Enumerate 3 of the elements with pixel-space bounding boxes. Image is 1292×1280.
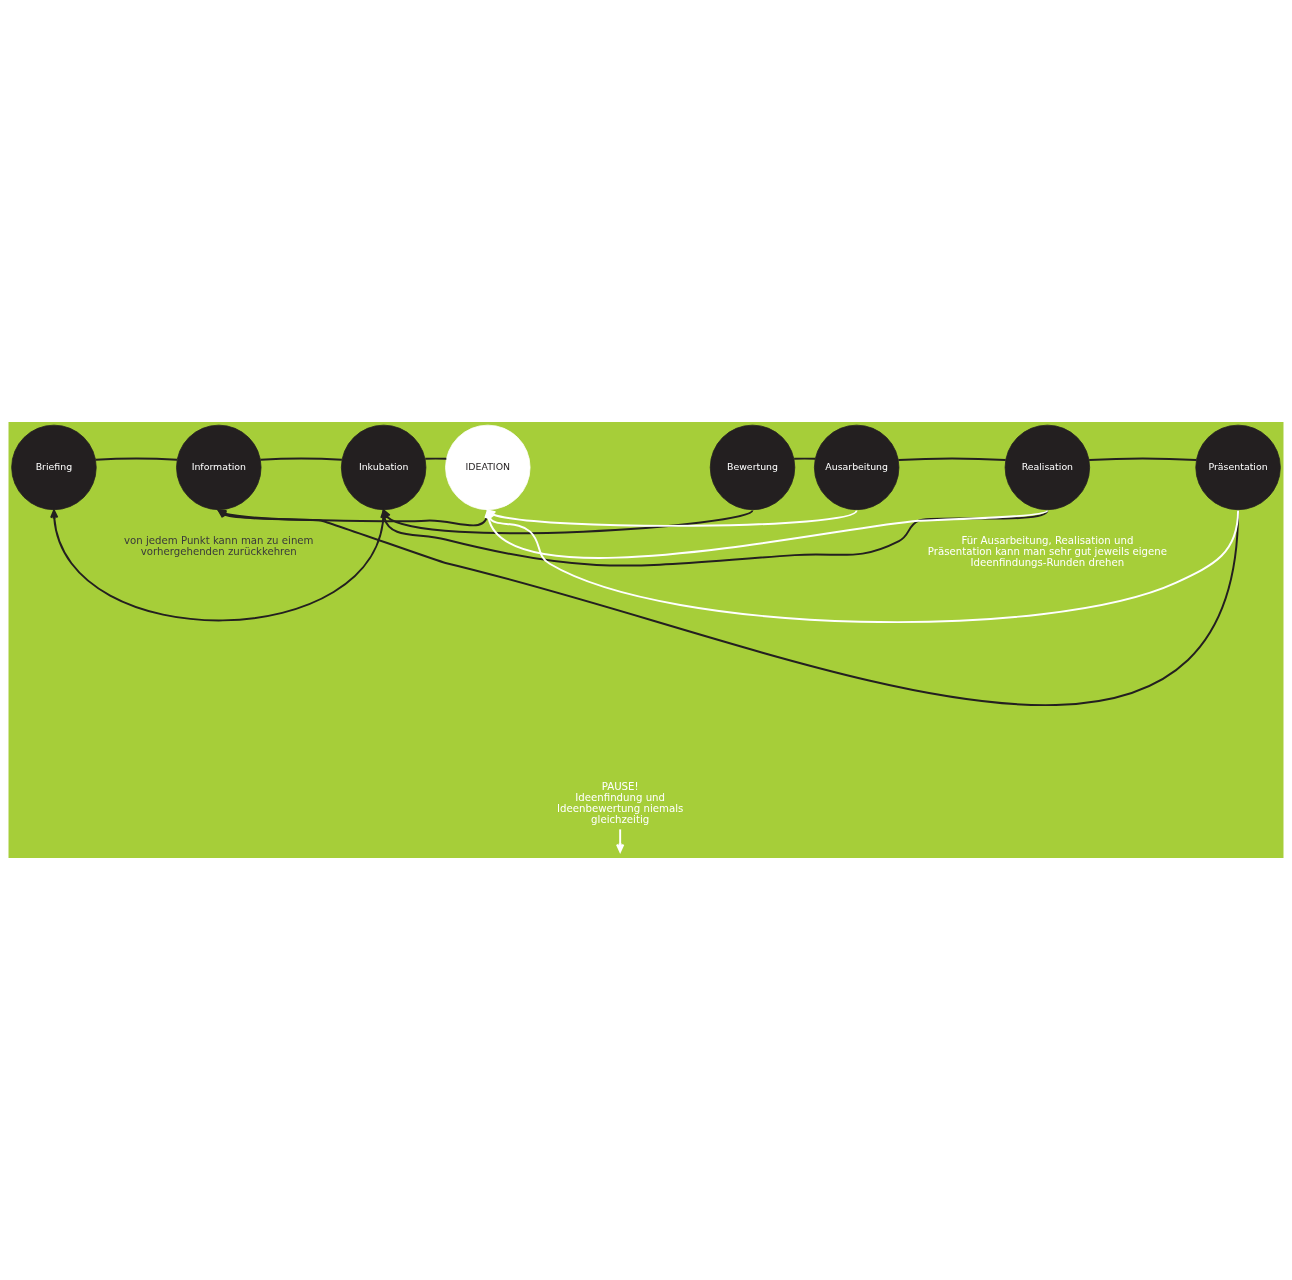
label: Für Ausarbeitung, Realisation und Präsentation kann man sehr gut jeweils eigene Ideenfindungs-Runden drehen: [927, 534, 1167, 568]
node-text: PAUSE! Ideenfindung und Ideenbewertung niemals gleichzeitig: [557, 781, 684, 826]
label: von jedem Punkt kann man zu einem vorhergehenden zurückkehren: [124, 534, 314, 557]
